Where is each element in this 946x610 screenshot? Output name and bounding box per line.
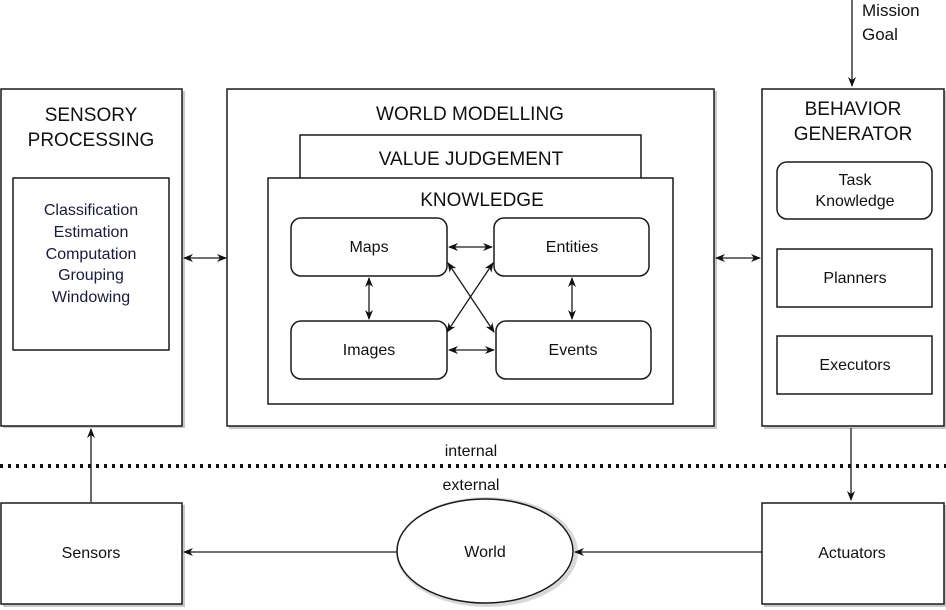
sensory-processing-block[interactable]: SENSORY PROCESSING Classification Estima… [0,88,185,428]
value-judgement-title: VALUE JUDGEMENT [379,149,564,170]
node-entities[interactable] [493,217,650,277]
world-node[interactable]: World [396,497,578,607]
task-knowledge-label-line1: Task [839,172,873,189]
internal-label: internal [445,443,497,460]
sensory-functions-box [12,177,170,351]
knowledge-title: KNOWLEDGE [420,190,544,211]
node-maps[interactable] [290,217,448,277]
value-judgement-box[interactable] [299,134,642,186]
actuators-block[interactable]: Actuators [761,502,946,607]
function-windowing: Windowing [52,289,130,306]
sensory-processing-title-line1: SENSORY [45,105,138,126]
executors-label: Executors [819,357,890,374]
function-computation: Computation [46,246,137,263]
task-knowledge-label-line2: Knowledge [815,193,894,210]
sensors-label: Sensors [62,545,121,562]
external-label: external [443,477,500,494]
node-entities-label: Entities [546,239,598,256]
mission-goal-label-line2: Goal [862,25,898,44]
task-knowledge-box[interactable] [776,161,933,220]
sensory-processing-title-line2: PROCESSING [28,130,155,151]
behavior-generator-title-line1: BEHAVIOR [805,99,902,120]
mission-goal-label-line1: Mission [862,1,920,20]
function-estimation: Estimation [54,224,129,241]
executors-box[interactable] [776,335,933,395]
world-label: World [464,544,506,561]
behavior-generator-title-line2: GENERATOR [794,124,913,145]
world-modelling-title: WORLD MODELLING [376,104,564,125]
function-classification: Classification [44,202,138,219]
sensors-block[interactable]: Sensors [0,502,185,607]
function-grouping: Grouping [58,267,124,284]
planners-box[interactable] [776,248,933,308]
actuators-label: Actuators [818,545,886,562]
mission-goal-input: Mission Goal [848,0,920,87]
behavior-generator-block[interactable]: BEHAVIOR GENERATOR Task Knowledge Planne… [761,88,946,429]
entities-images-arrow [446,262,494,333]
node-events-label: Events [549,342,598,359]
node-maps-label: Maps [349,239,388,256]
node-events[interactable] [495,320,652,380]
world-modelling-block[interactable]: WORLD MODELLING VALUE JUDGEMENT KNOWLEDG… [226,88,717,429]
planners-label: Planners [823,270,886,287]
node-images-label: Images [343,342,395,359]
node-images[interactable] [290,320,448,380]
